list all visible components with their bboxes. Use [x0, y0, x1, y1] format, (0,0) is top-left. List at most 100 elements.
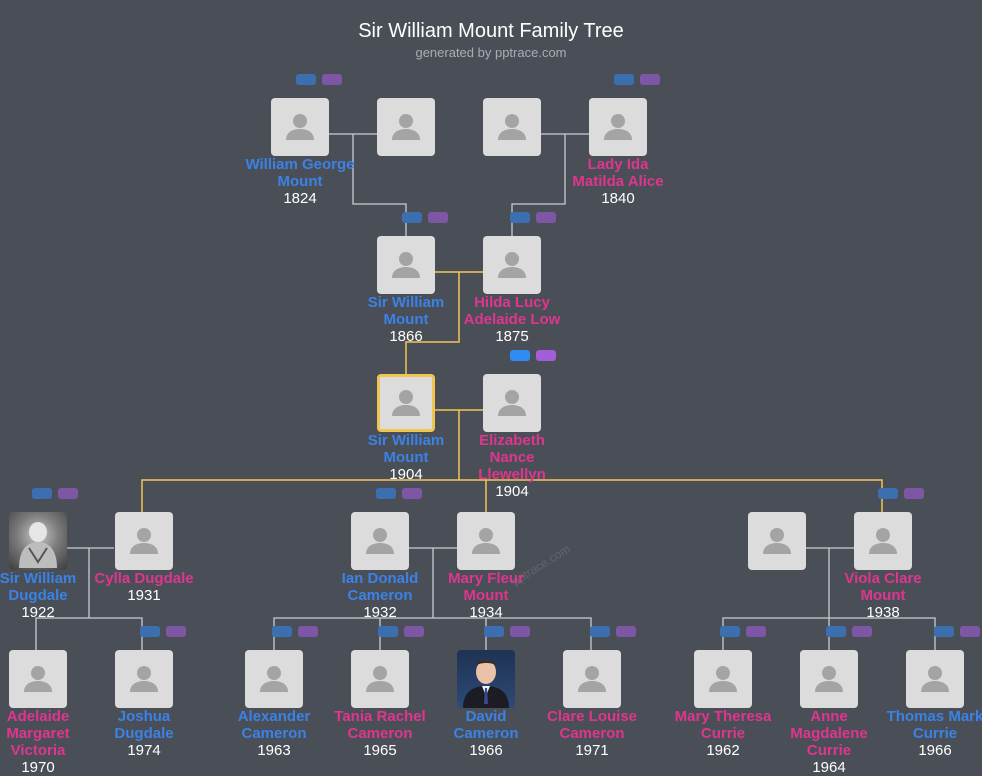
person-year: 1970 [21, 759, 55, 776]
person-year: 1875 [495, 328, 529, 345]
expand-maternal-button[interactable] [402, 488, 422, 499]
link-p11p12-children [273, 548, 592, 650]
expand-maternal-button[interactable] [536, 350, 556, 361]
person-avatar[interactable] [271, 98, 329, 156]
person-avatar[interactable] [483, 374, 541, 432]
person-avatar[interactable] [800, 650, 858, 708]
person-name: Anne Magdalene Currie [790, 708, 868, 759]
person-avatar[interactable] [589, 98, 647, 156]
expand-toggle-group [826, 626, 872, 637]
person-avatar[interactable] [115, 650, 173, 708]
person-avatar[interactable] [457, 512, 515, 570]
person-name: Viola Clare Mount [844, 570, 922, 604]
expand-maternal-button[interactable] [298, 626, 318, 637]
expand-toggle-group [32, 488, 78, 499]
chart-header: Sir William Mount Family Tree generated … [0, 20, 982, 60]
expand-paternal-button[interactable] [376, 488, 396, 499]
expand-maternal-button[interactable] [58, 488, 78, 499]
person-year: 1904 [389, 466, 423, 483]
person-avatar[interactable] [351, 512, 409, 570]
expand-paternal-button[interactable] [934, 626, 954, 637]
person-year: 1824 [283, 190, 317, 207]
person-name: Alexander Cameron [237, 708, 311, 742]
person-placeholder-icon [24, 666, 52, 692]
expand-maternal-button[interactable] [640, 74, 660, 85]
person-name: William George Mount [245, 156, 355, 190]
expand-toggle-group [378, 626, 424, 637]
person-name: David Cameron [453, 708, 519, 742]
expand-maternal-button[interactable] [904, 488, 924, 499]
expand-toggle-group [376, 488, 422, 499]
expand-toggle-group [934, 626, 980, 637]
expand-paternal-button[interactable] [402, 212, 422, 223]
person-year: 1963 [257, 742, 291, 759]
expand-toggle-group [510, 212, 556, 223]
expand-paternal-button[interactable] [32, 488, 52, 499]
expand-maternal-button[interactable] [166, 626, 186, 637]
expand-maternal-button[interactable] [428, 212, 448, 223]
expand-paternal-button[interactable] [826, 626, 846, 637]
person-name: Mary Fleur Mount [448, 570, 524, 604]
person-year: 1840 [601, 190, 635, 207]
expand-maternal-button[interactable] [616, 626, 636, 637]
expand-paternal-button[interactable] [140, 626, 160, 637]
expand-maternal-button[interactable] [322, 74, 342, 85]
person-avatar[interactable] [694, 650, 752, 708]
expand-maternal-button[interactable] [536, 212, 556, 223]
expand-maternal-button[interactable] [852, 626, 872, 637]
person-avatar[interactable] [377, 98, 435, 156]
expand-paternal-button[interactable] [720, 626, 740, 637]
expand-maternal-button[interactable] [746, 626, 766, 637]
person-avatar[interactable] [115, 512, 173, 570]
person-name: Sir William Mount [367, 432, 445, 466]
expand-maternal-button[interactable] [510, 626, 530, 637]
person-avatar[interactable] [377, 374, 435, 432]
expand-paternal-button[interactable] [484, 626, 504, 637]
person-year: 1965 [363, 742, 397, 759]
person-year: 1966 [918, 742, 952, 759]
link-selected-ancestry [405, 271, 484, 374]
person-avatar[interactable] [483, 236, 541, 294]
person-avatar[interactable] [563, 650, 621, 708]
person-avatar[interactable] [457, 650, 515, 708]
person-year: 1904 [495, 483, 529, 500]
person-avatar[interactable] [854, 512, 912, 570]
person-year: 1974 [127, 742, 161, 759]
person-year: 1931 [127, 587, 161, 604]
person-name: Tania Rachel Cameron [334, 708, 426, 742]
person-avatar[interactable] [748, 512, 806, 570]
person-avatar[interactable] [377, 236, 435, 294]
person-avatar[interactable] [245, 650, 303, 708]
expand-toggle-group [296, 74, 342, 85]
person-avatar[interactable] [906, 650, 964, 708]
expand-paternal-button[interactable] [378, 626, 398, 637]
expand-paternal-button[interactable] [878, 488, 898, 499]
page-title: Sir William Mount Family Tree [358, 20, 624, 42]
page-subtitle: generated by pptrace.com [415, 45, 567, 60]
link-p9p10-children [35, 548, 143, 650]
expand-paternal-button[interactable] [510, 212, 530, 223]
person-name: Mary Theresa Currie [674, 708, 772, 742]
person-avatar[interactable] [9, 650, 67, 708]
expand-paternal-button[interactable] [296, 74, 316, 85]
expand-maternal-button[interactable] [404, 626, 424, 637]
person-placeholder-icon [498, 252, 526, 278]
person-avatar[interactable] [9, 512, 67, 570]
expand-paternal-button[interactable] [614, 74, 634, 85]
expand-paternal-button[interactable] [590, 626, 610, 637]
expand-maternal-button[interactable] [960, 626, 980, 637]
person-name: Elizabeth Nance Llewellyn [478, 432, 546, 483]
person-avatar[interactable] [351, 650, 409, 708]
expand-paternal-button[interactable] [510, 350, 530, 361]
person-avatar[interactable] [483, 98, 541, 156]
expand-paternal-button[interactable] [272, 626, 292, 637]
